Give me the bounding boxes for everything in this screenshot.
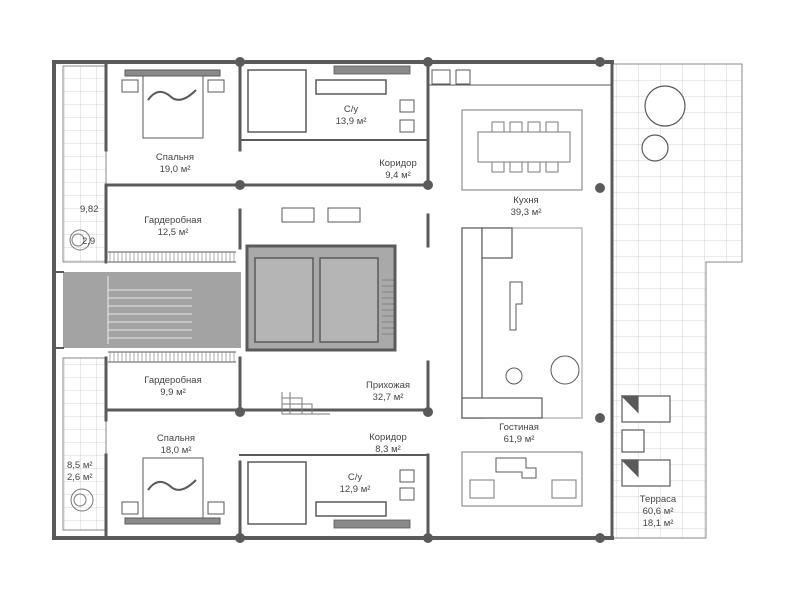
kitchen-counter [431, 69, 471, 85]
bath-top-fixtures [247, 65, 415, 133]
bed-bottom [121, 457, 225, 525]
stair-steps [107, 276, 192, 344]
walls [52, 60, 614, 540]
terrace-furniture [620, 85, 686, 487]
wardrobe-bottom-name: Гардеробная [144, 375, 201, 386]
balcony-top-area: 9,82 [80, 204, 99, 215]
wardrobe-top-name: Гардеробная [144, 215, 201, 226]
living-area: 61,9 м² [504, 434, 535, 445]
kitchen-name: Кухня [513, 195, 538, 206]
balcony-left-bottom [62, 357, 107, 531]
tv-unit [461, 451, 583, 507]
kitchen-area: 39,3 м² [511, 207, 542, 218]
balcony-bottom-area: 8,5 м² [67, 460, 93, 471]
columns [235, 57, 605, 543]
stair-railing-ticks [109, 252, 235, 362]
corridor-top-area: 9,4 м² [385, 170, 411, 181]
hall-area: 32,7 м² [373, 392, 404, 403]
plant-icon [69, 229, 94, 512]
stair-railing [108, 251, 236, 363]
bath-top-area: 13,9 м² [336, 116, 367, 127]
corridor-top-name: Коридор [379, 158, 417, 169]
bath-bottom-name: С/у [348, 472, 363, 483]
terrace-name: Терраса [640, 494, 677, 505]
stairwell [63, 272, 241, 348]
wardrobe-bottom-area: 9,9 м² [160, 387, 186, 398]
coffee-table [505, 281, 580, 385]
elevator-cabins [254, 257, 379, 343]
sofa [461, 227, 583, 419]
bath-bottom-fixtures [247, 461, 415, 529]
bedroom-top-area: 19,0 м² [160, 164, 191, 175]
terrace-area-2: 18,1 м² [643, 518, 674, 529]
elevator-shaft-ticks [382, 279, 394, 335]
bedroom-top-name: Спальня [156, 152, 194, 163]
terrace-area-1: 60,6 м² [643, 506, 674, 517]
wardrobe-top-area: 12,5 м² [158, 227, 189, 238]
bath-top-name: С/у [344, 104, 359, 115]
corridor-bottom-area: 8,3 м² [375, 444, 401, 455]
bath-bottom-area: 12,9 м² [340, 484, 371, 495]
balcony-top-area-2: 2,9 [82, 236, 95, 247]
balcony-bottom-area-2: 2,6 м² [67, 472, 93, 483]
hall-name: Прихожая [366, 380, 410, 391]
balcony-left-top [62, 65, 107, 263]
dining-table [461, 109, 583, 191]
corridor-bottom-name: Коридор [369, 432, 407, 443]
bed-top [121, 69, 225, 139]
hall-bench [281, 207, 361, 223]
living-name: Гостиная [499, 422, 539, 433]
bedroom-bottom-area: 18,0 м² [161, 445, 192, 456]
hall-stair [281, 392, 330, 415]
bedroom-bottom-name: Спальня [157, 433, 195, 444]
